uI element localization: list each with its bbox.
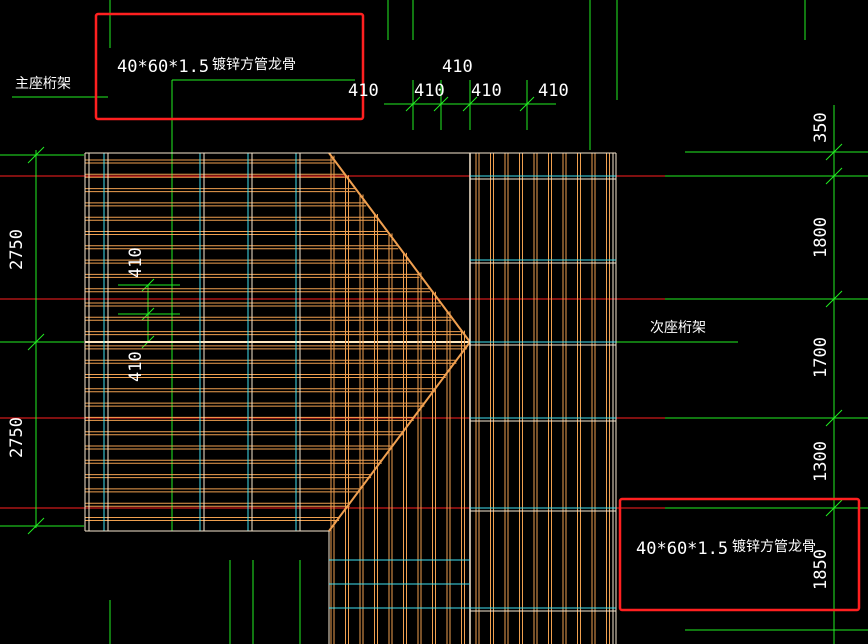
dim-top-span: 410 xyxy=(442,57,473,77)
hip-line xyxy=(328,152,471,343)
main-truss-label: 主座桁架 xyxy=(15,76,71,92)
hip-line xyxy=(328,341,471,532)
dim-right-4: 1300 xyxy=(811,441,831,482)
dim-top-seg-4: 410 xyxy=(538,81,569,101)
purlin-spec-bottom: 40*60*1.5 xyxy=(636,539,728,559)
dim-inner-upper: 410 xyxy=(126,247,146,278)
purlin-name-top: 镀锌方管龙骨 xyxy=(212,56,296,73)
dim-left-upper: 2750 xyxy=(7,229,27,270)
dim-right-3: 1700 xyxy=(811,337,831,378)
highlight-box-top xyxy=(94,12,365,121)
dim-top-seg-3: 410 xyxy=(471,81,502,101)
dim-right-1: 350 xyxy=(811,112,831,143)
secondary-truss-label: 次座桁架 xyxy=(650,320,706,336)
dim-right-5: 1850 xyxy=(811,549,831,590)
purlin-name-bottom: 镀锌方管龙骨 xyxy=(732,538,816,555)
dim-left-lower: 2750 xyxy=(7,417,27,458)
dim-inner-lower: 410 xyxy=(126,351,146,382)
dim-right-2: 1800 xyxy=(811,217,831,258)
roof-frame xyxy=(84,152,617,644)
dim-top-seg-2: 410 xyxy=(414,81,445,101)
purlin-spec-top: 40*60*1.5 xyxy=(117,57,209,77)
highlight-box-bottom xyxy=(618,497,861,612)
dim-top-seg-1: 410 xyxy=(348,81,379,101)
